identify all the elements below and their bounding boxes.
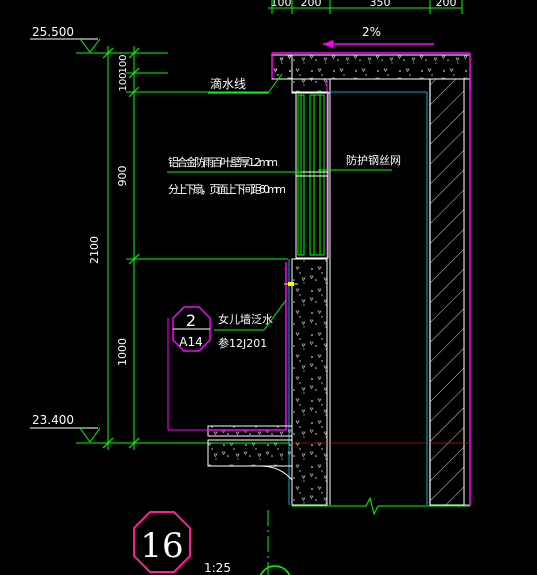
floor-slab bbox=[207, 425, 293, 481]
top-dim-1: 100 bbox=[271, 0, 292, 9]
callout-number: 2 bbox=[186, 311, 196, 330]
parapet-annotation: 女儿墙泛水 参12J201 bbox=[214, 299, 287, 350]
top-dim-4: 200 bbox=[436, 0, 457, 9]
axis-bubble bbox=[259, 510, 291, 575]
dim-v-2: 100 bbox=[118, 72, 129, 91]
louver-text-1: 铝合金防雨百叶,壁厚1.2mm bbox=[168, 155, 278, 169]
louver-annotation: 铝合金防雨百叶,壁厚1.2mm 分上下扇，页面上下间距60mm bbox=[167, 155, 302, 196]
detail-scale-text: 1:25 bbox=[204, 561, 231, 575]
right-wall bbox=[330, 78, 471, 506]
top-dimension-chain: 100 200 350 200 bbox=[268, 0, 463, 14]
top-dim-2: 200 bbox=[301, 0, 322, 9]
elevation-top-text: 25.500 bbox=[32, 25, 74, 39]
mesh-annotation: 防护钢丝网 bbox=[318, 153, 401, 171]
drip-line-annotation: 滴水线 bbox=[208, 73, 283, 94]
elevation-bottom-text: 23.400 bbox=[32, 413, 74, 427]
break-line bbox=[292, 496, 470, 516]
louver-window bbox=[295, 91, 329, 259]
parapet-ref-text: 参12J201 bbox=[218, 336, 267, 350]
top-dim-3: 350 bbox=[370, 0, 391, 9]
louver-text-2: 分上下扇，页面上下间距60mm bbox=[168, 182, 286, 196]
drip-line-text: 滴水线 bbox=[210, 76, 246, 91]
vertical-dimension-chain: 100 100 900 1000 bbox=[116, 46, 288, 450]
total-height-text: 2100 bbox=[88, 236, 101, 264]
parapet-waterproof-text: 女儿墙泛水 bbox=[218, 312, 273, 326]
callout-sheet: A14 bbox=[179, 335, 202, 349]
slope-text: 2% bbox=[362, 25, 381, 39]
detail-number-marker: 16 1:25 bbox=[133, 511, 231, 575]
vertical-dimension-total: 2100 bbox=[88, 46, 114, 450]
slope-indicator: 2% bbox=[323, 25, 434, 48]
dim-v-4: 1000 bbox=[116, 338, 129, 366]
guard-mesh-text: 防护钢丝网 bbox=[346, 153, 401, 167]
detail-number-text: 16 bbox=[140, 526, 183, 566]
elevation-top: 25.500 bbox=[30, 25, 164, 54]
dim-v-1: 100 bbox=[118, 54, 129, 73]
parapet-wall bbox=[284, 258, 328, 506]
dim-v-3: 900 bbox=[116, 166, 129, 187]
detail-callout: 2 A14 bbox=[167, 306, 212, 431]
